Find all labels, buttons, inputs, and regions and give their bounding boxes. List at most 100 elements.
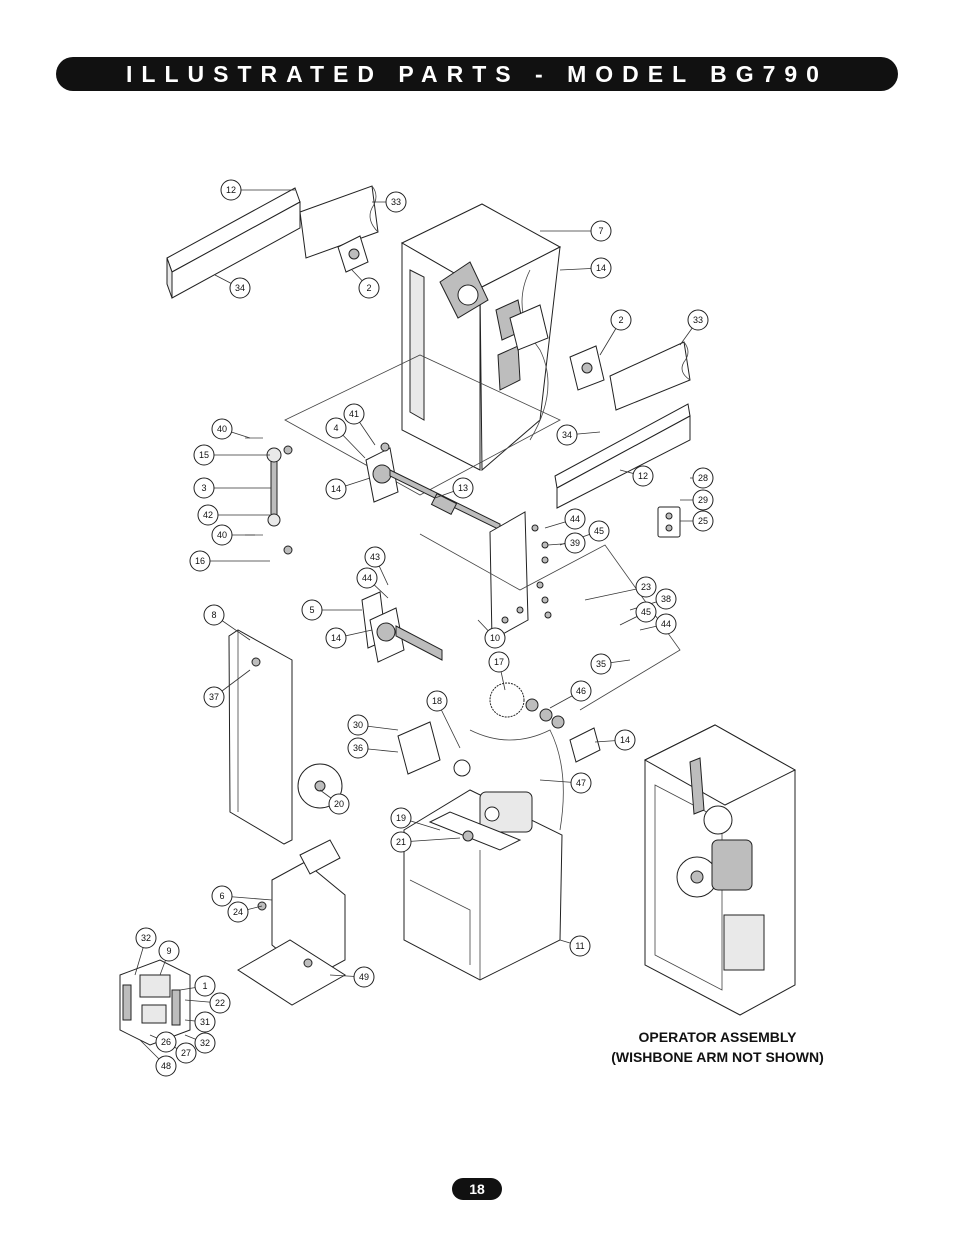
callout-number: 45 (594, 526, 604, 536)
callout-49: 49 (353, 966, 375, 988)
callout-number: 49 (359, 972, 369, 982)
callout-12: 12 (632, 465, 654, 487)
callout-number: 44 (570, 514, 580, 524)
callout-number: 3 (201, 483, 206, 493)
callout-number: 10 (490, 633, 500, 643)
callout-number: 14 (620, 735, 630, 745)
callout-number: 14 (331, 484, 341, 494)
callout-number: 26 (161, 1037, 171, 1047)
upper-left-beams (166, 185, 379, 299)
callout-46: 46 (570, 680, 592, 702)
callout-number: 41 (349, 409, 359, 419)
callout-number: 32 (200, 1038, 210, 1048)
callout-9: 9 (158, 940, 180, 962)
callout-32: 32 (194, 1032, 216, 1054)
door-panel (228, 629, 293, 845)
callout-number: 39 (570, 538, 580, 548)
callout-number: 35 (596, 659, 606, 669)
callout-number: 7 (598, 226, 603, 236)
callout-19: 19 (390, 807, 412, 829)
callout-number: 16 (195, 556, 205, 566)
callout-number: 46 (576, 686, 586, 696)
callout-33: 33 (687, 309, 709, 331)
callout-number: 33 (693, 315, 703, 325)
callout-number: 13 (458, 483, 468, 493)
control-switch (657, 506, 681, 538)
callout-number: 34 (562, 430, 572, 440)
callout-number: 14 (331, 633, 341, 643)
callout-7: 7 (590, 220, 612, 242)
callout-32: 32 (135, 927, 157, 949)
callout-43: 43 (364, 546, 386, 568)
callout-16: 16 (189, 550, 211, 572)
callout-number: 43 (370, 552, 380, 562)
callout-number: 32 (141, 933, 151, 943)
callout-34: 34 (556, 424, 578, 446)
callout-44: 44 (356, 567, 378, 589)
callout-28: 28 (692, 467, 714, 489)
callout-20: 20 (328, 793, 350, 815)
callout-number: 2 (618, 315, 623, 325)
callout-number: 29 (698, 495, 708, 505)
electrical-box (237, 839, 346, 1006)
callout-2: 2 (358, 277, 380, 299)
callout-35: 35 (590, 653, 612, 675)
callout-40: 40 (211, 418, 233, 440)
callout-25: 25 (692, 510, 714, 532)
callout-47: 47 (570, 772, 592, 794)
callout-44: 44 (564, 508, 586, 530)
callout-number: 25 (698, 516, 708, 526)
callout-8: 8 (203, 604, 225, 626)
callout-number: 11 (575, 941, 584, 951)
callout-48: 48 (155, 1055, 177, 1077)
callout-10: 10 (484, 627, 506, 649)
callout-number: 44 (362, 573, 372, 583)
callout-27: 27 (175, 1042, 197, 1064)
callout-number: 5 (309, 605, 314, 615)
callout-37: 37 (203, 686, 225, 708)
callout-number: 40 (217, 530, 227, 540)
callout-18: 18 (426, 690, 448, 712)
page-title: ILLUSTRATED PARTS - MODEL BG790 (126, 60, 828, 87)
callout-number: 40 (217, 424, 227, 434)
callout-number: 12 (638, 471, 648, 481)
callout-24: 24 (227, 901, 249, 923)
callout-29: 29 (692, 489, 714, 511)
callout-36: 36 (347, 737, 369, 759)
callout-42: 42 (197, 504, 219, 526)
callout-number: 22 (215, 998, 225, 1008)
callout-number: 21 (396, 837, 406, 847)
callout-38: 38 (655, 588, 677, 610)
callout-number: 27 (181, 1048, 191, 1058)
callout-2: 2 (610, 309, 632, 331)
callout-number: 17 (494, 657, 504, 667)
callout-17: 17 (488, 651, 510, 673)
callout-number: 28 (698, 473, 708, 483)
cabinet-upper (400, 203, 562, 472)
callout-39: 39 (564, 532, 586, 554)
callout-23: 23 (635, 576, 657, 598)
page-number-badge: 18 (452, 1178, 502, 1200)
callout-number: 19 (396, 813, 406, 823)
callout-40: 40 (211, 524, 233, 546)
callout-number: 15 (199, 450, 209, 460)
callout-26: 26 (155, 1031, 177, 1053)
drive-sprocket (489, 682, 601, 763)
mid-panel (419, 511, 681, 711)
inset-caption-line-2: (WISHBONE ARM NOT SHOWN) (611, 1049, 824, 1065)
control-board (119, 959, 191, 1046)
callout-1: 1 (194, 975, 216, 997)
callout-number: 36 (353, 743, 363, 753)
callout-45: 45 (635, 601, 657, 623)
callout-6: 6 (211, 885, 233, 907)
callout-3: 3 (193, 477, 215, 499)
callout-number: 18 (432, 696, 442, 706)
callout-number: 42 (203, 510, 213, 520)
callout-4: 4 (325, 417, 347, 439)
callout-14: 14 (325, 627, 347, 649)
callout-21: 21 (390, 831, 412, 853)
callout-11: 11 (569, 935, 591, 957)
callout-number: 48 (161, 1061, 171, 1071)
callout-number: 33 (391, 197, 401, 207)
